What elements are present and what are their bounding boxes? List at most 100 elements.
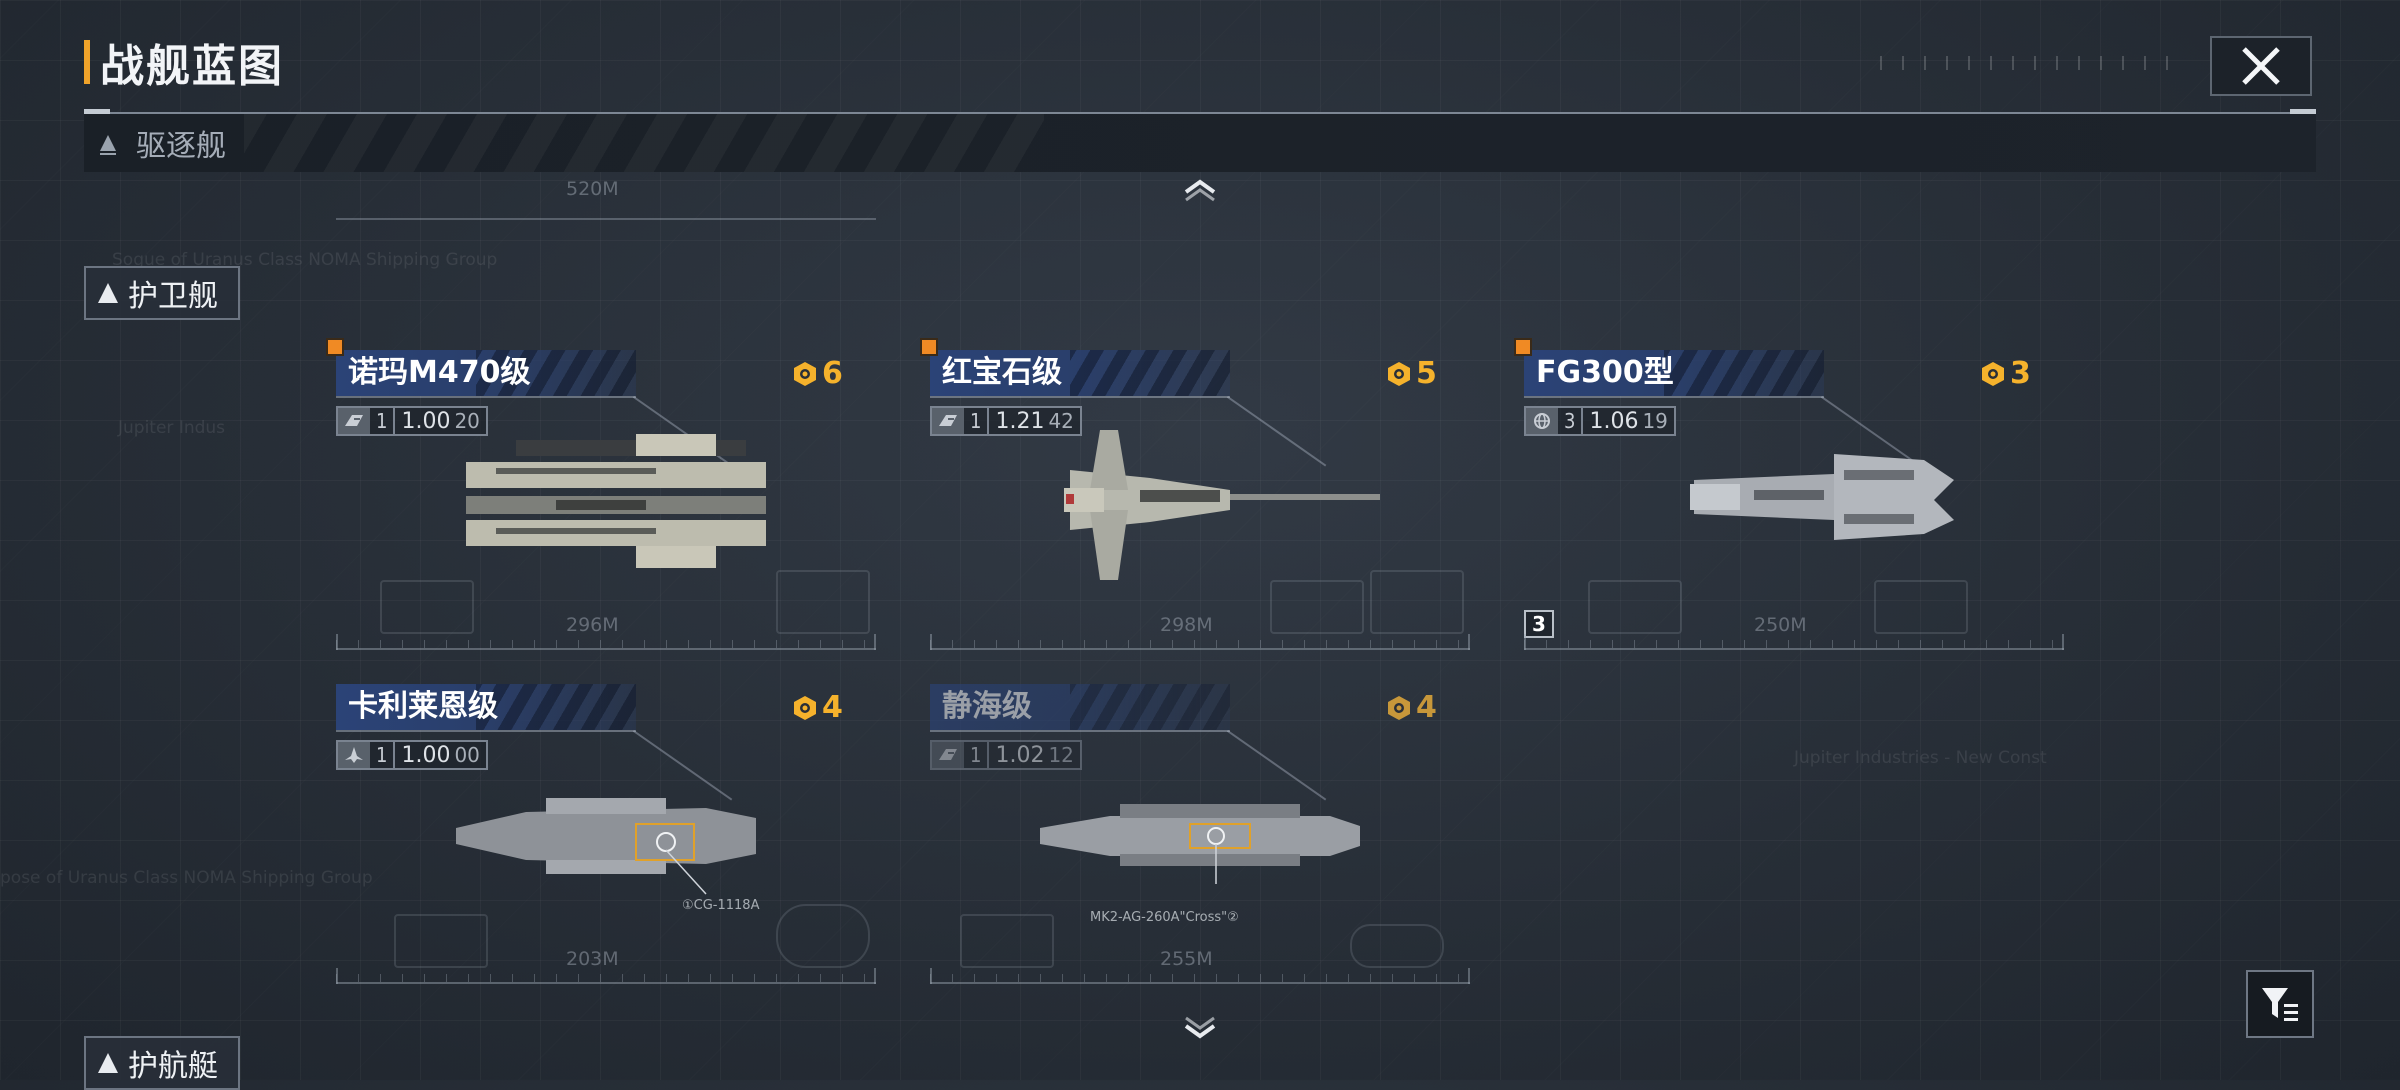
category-label: 驱逐舰 [136, 129, 226, 164]
category-label: 护航艇 [128, 1049, 218, 1084]
ship-card[interactable]: 红宝石级 5 1 1.21 42 298M [920, 338, 1470, 650]
faction-emblem-icon [932, 408, 964, 434]
blueprint-sketch [394, 914, 488, 968]
blueprint-sketch [776, 904, 870, 968]
ship-stats: 1 1.00 20 [336, 406, 488, 436]
ship-card[interactable]: 卡利莱恩级 4 1 1.00 00 ①CG-1118A 203M [336, 684, 876, 984]
category-escort[interactable]: 护航艇 [84, 1036, 240, 1090]
blueprint-sketch [1874, 580, 1968, 634]
close-button[interactable] [2210, 36, 2312, 96]
ship-name-banner: 诺玛M470级 [336, 350, 636, 396]
ship-card[interactable]: 静海级 4 1 1.02 12 MK2-AG-260A"Cross"② 255M [930, 684, 1470, 984]
ship-name-banner: 红宝石级 [930, 350, 1230, 396]
command-value: 1.02 [995, 742, 1045, 768]
globe-emblem-icon [1526, 408, 1558, 434]
card-baseline [336, 968, 876, 984]
prev-row-baseline [336, 218, 876, 220]
filter-button[interactable] [2246, 970, 2314, 1038]
command-value: 1.00 [401, 742, 451, 768]
ship-stats: 1 1.02 12 [930, 740, 1082, 770]
ship-length: 250M [1754, 614, 1807, 636]
blueprint-sketch [960, 914, 1054, 968]
ship-tier: 1 [370, 742, 396, 768]
rule-tick [84, 109, 110, 115]
points-value: 42 [1048, 409, 1074, 433]
filter-icon [2262, 988, 2298, 1021]
page-title: 战舰蓝图 [84, 34, 284, 92]
scroll-up-icon[interactable] [1180, 174, 1220, 204]
ship-cost: 4 [1386, 690, 1437, 725]
scroll-down-icon[interactable] [1180, 1014, 1220, 1044]
blueprint-sketch [380, 580, 474, 634]
ship-tier: 3 [1558, 408, 1584, 434]
banner-line [930, 730, 1230, 732]
blueprint-sketch [1270, 580, 1364, 634]
expand-triangle-icon [98, 1053, 118, 1073]
ship-length: 255M [1160, 948, 1213, 970]
ship-name-banner: FG300型 [1524, 350, 1824, 396]
banner-line [1524, 396, 1824, 398]
cost-value: 3 [2010, 356, 2031, 391]
blueprint-sketch [1370, 570, 1464, 634]
ruler-ticks [336, 640, 876, 648]
command-value: 1.06 [1589, 408, 1639, 434]
close-icon [2242, 47, 2280, 85]
faction-emblem-icon [932, 742, 964, 768]
command-value: 1.00 [401, 408, 451, 434]
ship-tier: 1 [370, 408, 396, 434]
points-value: 12 [1048, 743, 1074, 767]
owned-count-badge: 3 [1524, 610, 1554, 638]
ship-name: 诺玛M470级 [348, 355, 531, 390]
ruler-ticks [336, 974, 876, 982]
banner-line [930, 396, 1230, 398]
bg-ghost-text: Jupiter Industries - New Const [1794, 748, 2047, 768]
banner-line [336, 396, 636, 398]
category-frigate[interactable]: 护卫舰 [84, 266, 240, 320]
ship-tier: 1 [964, 742, 990, 768]
ship-name: 卡利莱恩级 [348, 689, 498, 724]
blueprint-cost-icon [1388, 695, 1410, 720]
prev-row-length: 520M [566, 178, 619, 200]
category-destroyer[interactable]: 驱逐舰 [84, 114, 2316, 172]
faction-emblem-icon [338, 408, 370, 434]
ship-name: 红宝石级 [942, 355, 1062, 390]
bg-ghost-text: Sogue of Uranus Class NOMA Shipping Grou… [112, 250, 498, 270]
ship-cost: 6 [792, 356, 843, 391]
points-value: 20 [454, 409, 480, 433]
blueprint-cost-icon [794, 361, 816, 386]
category-label: 护卫舰 [128, 279, 218, 314]
weapon-callout: ①CG-1118A [682, 898, 760, 913]
ship-name-banner: 静海级 [930, 684, 1230, 730]
cost-value: 4 [1416, 690, 1437, 725]
ruler-ticks [930, 640, 1470, 648]
cost-value: 6 [822, 356, 843, 391]
ruler-ticks [930, 974, 1470, 982]
blueprint-sketch [1588, 580, 1682, 634]
ship-cost: 5 [1386, 356, 1437, 391]
ship-card[interactable]: 诺玛M470级 6 1 1.00 20 296M [326, 338, 876, 650]
ship-card[interactable]: FG300型 3 3 1.06 19 3 250M [1514, 338, 2064, 650]
ship-name: 静海级 [942, 689, 1032, 724]
ship-render-image [466, 434, 766, 568]
ship-render-image [1690, 454, 1954, 540]
cost-value: 5 [1416, 356, 1437, 391]
ship-name-banner: 卡利莱恩级 [336, 684, 636, 730]
fighter-emblem-icon [338, 742, 370, 768]
ship-stats: 1 1.00 00 [336, 740, 488, 770]
ship-render-image [1040, 804, 1360, 884]
ship-tier: 1 [964, 408, 990, 434]
card-baseline [930, 968, 1470, 984]
banner-line [336, 730, 636, 732]
cost-value: 4 [822, 690, 843, 725]
blueprint-sketch [1350, 924, 1444, 968]
points-value: 00 [454, 743, 480, 767]
ship-name: FG300型 [1536, 355, 1674, 390]
weapon-callout: MK2-AG-260A"Cross"② [1090, 910, 1239, 925]
ship-length: 296M [566, 614, 619, 636]
rule-tick [2290, 109, 2316, 115]
blueprint-cost-icon [1388, 361, 1410, 386]
card-baseline [930, 634, 1470, 650]
ship-render-image [1064, 430, 1380, 580]
ship-length: 203M [566, 948, 619, 970]
card-baseline [1524, 634, 2064, 650]
